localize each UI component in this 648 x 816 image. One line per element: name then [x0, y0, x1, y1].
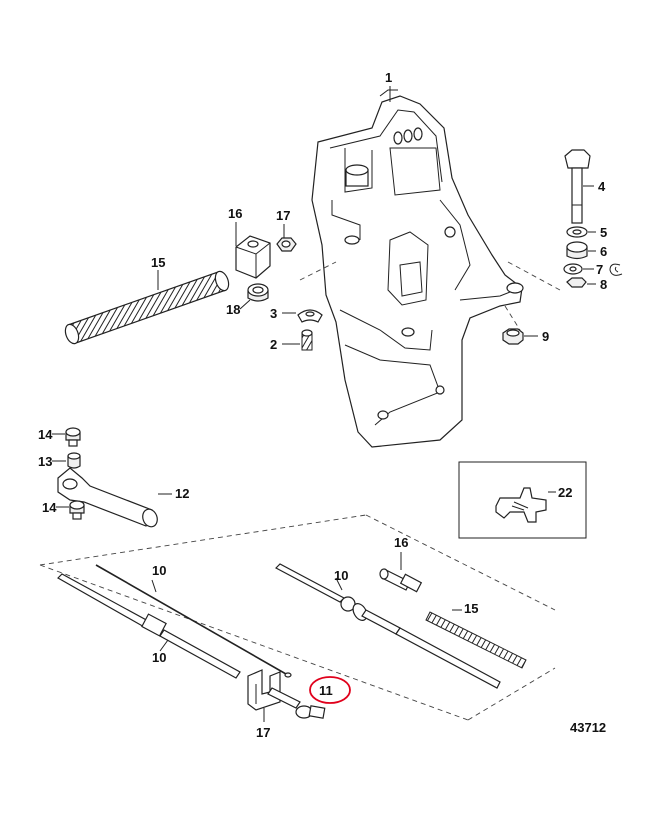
tilt-block-part — [235, 235, 271, 279]
highlight-circle — [309, 676, 351, 704]
callout-10: 10 — [152, 650, 166, 665]
axis-line — [504, 305, 521, 331]
callout-2: 2 — [270, 337, 277, 352]
nut-part — [566, 277, 587, 288]
callout-10: 10 — [334, 568, 348, 583]
cable-connector-part — [267, 687, 326, 719]
leader-line — [239, 299, 251, 310]
cable-bracket-part — [247, 669, 281, 711]
callout-9: 9 — [542, 329, 549, 344]
bushing-part — [67, 452, 81, 469]
threaded-rod-part — [425, 611, 527, 669]
axis-line — [39, 564, 469, 721]
axis-line — [467, 667, 556, 721]
callout-8: 8 — [600, 277, 607, 292]
callout-14: 14 — [38, 427, 53, 442]
bolt-part — [564, 149, 591, 224]
callout-12: 12 — [175, 486, 189, 501]
callout-17: 17 — [256, 725, 270, 740]
reference-number: 43712 — [570, 720, 606, 735]
callout-3: 3 — [270, 306, 277, 321]
cable-sleeve-part — [57, 573, 241, 679]
callout-22: 22 — [558, 485, 572, 500]
axis-line — [39, 514, 367, 566]
callout-6: 6 — [600, 244, 607, 259]
screw-part — [65, 427, 81, 447]
bushing-part — [247, 283, 269, 302]
steering-cable-part — [95, 564, 292, 678]
leader-line — [335, 577, 343, 591]
locknut-part — [502, 328, 524, 345]
grease-fitting-part — [301, 329, 313, 351]
spacer-part — [566, 241, 588, 260]
callout-15: 15 — [464, 601, 478, 616]
threaded-tube-part — [64, 270, 230, 345]
pin-part — [379, 568, 423, 593]
swivel-bracket-part — [311, 89, 524, 448]
nut-part — [276, 237, 297, 252]
clip-part — [495, 487, 547, 523]
callout-7: 7 — [596, 262, 603, 277]
callout-18: 15 — [151, 255, 165, 270]
screw-part — [69, 500, 85, 520]
callout-14: 14 — [42, 500, 57, 515]
steering-cable-part — [275, 563, 501, 689]
leader-line — [159, 639, 169, 652]
washer-part — [566, 226, 588, 238]
callout-13: 13 — [38, 454, 52, 469]
callout-16: 16 — [394, 535, 408, 550]
washer-part — [563, 263, 583, 275]
inset-box — [458, 461, 587, 539]
callout-19: 16 — [228, 206, 242, 221]
callout-21: 18 — [226, 302, 240, 317]
axis-line — [365, 514, 556, 611]
callout-5: 5 — [600, 225, 607, 240]
bushing-tab-part — [297, 309, 323, 323]
callout-11: 11 — [319, 683, 333, 698]
callout-4: 4 — [598, 179, 606, 194]
retaining-clip-part — [609, 263, 623, 276]
leader-line — [151, 579, 157, 593]
callout-10: 10 — [152, 563, 166, 578]
axis-line — [507, 261, 561, 291]
callout-20: 17 — [276, 208, 290, 223]
tie-bar-tube-part — [57, 467, 158, 528]
callout-1: 1 — [385, 70, 392, 85]
axis-line — [299, 261, 337, 281]
